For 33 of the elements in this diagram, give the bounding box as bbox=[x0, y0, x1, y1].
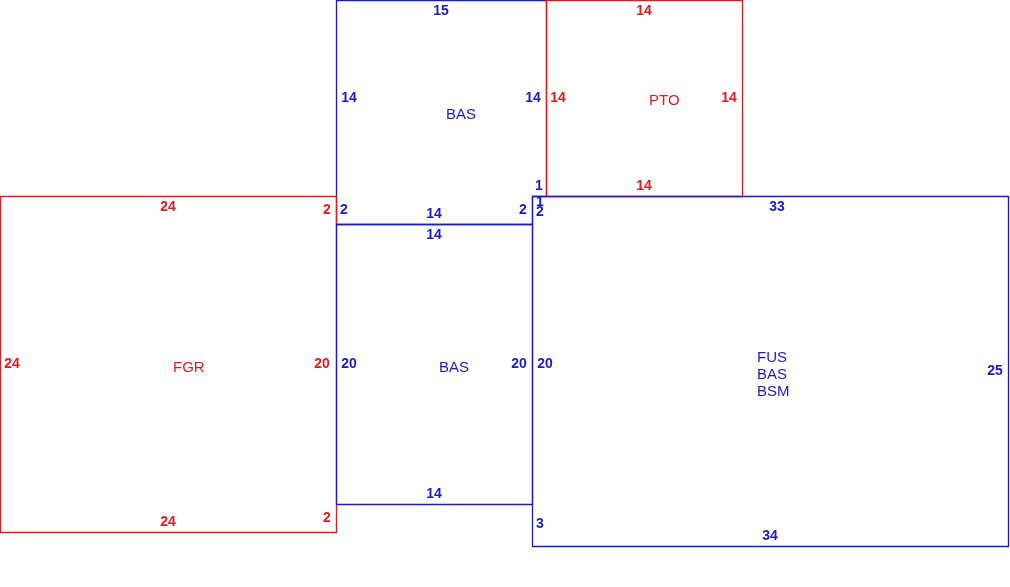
room-name: BAS bbox=[757, 365, 787, 382]
dimension-label: 20 bbox=[511, 355, 527, 371]
dimension-label: 2 bbox=[519, 201, 527, 217]
dimension-label: 2 bbox=[323, 509, 331, 525]
room-name: BSM bbox=[757, 382, 790, 399]
dimension-label: 20 bbox=[537, 355, 553, 371]
dimension-label: 20 bbox=[341, 355, 357, 371]
dimension-label: 1 bbox=[535, 177, 543, 193]
dimension-label: 14 bbox=[341, 89, 357, 105]
room-name: BAS bbox=[439, 358, 469, 375]
dimension-label: 2 bbox=[340, 201, 348, 217]
dimension-label: 14 bbox=[636, 2, 652, 18]
room-name: FGR bbox=[173, 358, 205, 375]
dimension-label: 2 bbox=[323, 201, 331, 217]
room-name: PTO bbox=[649, 91, 680, 108]
dimension-label: 14 bbox=[426, 485, 442, 501]
room-name: BAS bbox=[446, 105, 476, 122]
dimension-label: 24 bbox=[160, 198, 176, 214]
dimension-label: 25 bbox=[987, 362, 1003, 378]
dimension-label: 24 bbox=[4, 355, 20, 371]
dimension-label: 15 bbox=[433, 2, 449, 18]
dimension-label: 20 bbox=[314, 355, 330, 371]
dimension-label: 14 bbox=[721, 89, 737, 105]
dimension-label: 14 bbox=[426, 205, 442, 221]
dimension-label: 14 bbox=[525, 89, 541, 105]
dimension-label: 24 bbox=[160, 513, 176, 529]
dimension-label: 33 bbox=[769, 198, 785, 214]
dimension-label: 14 bbox=[426, 226, 442, 242]
dimension-label: 3 bbox=[536, 515, 544, 531]
dimension-label: 14 bbox=[550, 89, 566, 105]
room-name: FUS bbox=[757, 348, 787, 365]
dimension-label: 34 bbox=[762, 527, 778, 543]
dimension-label: 14 bbox=[636, 177, 652, 193]
